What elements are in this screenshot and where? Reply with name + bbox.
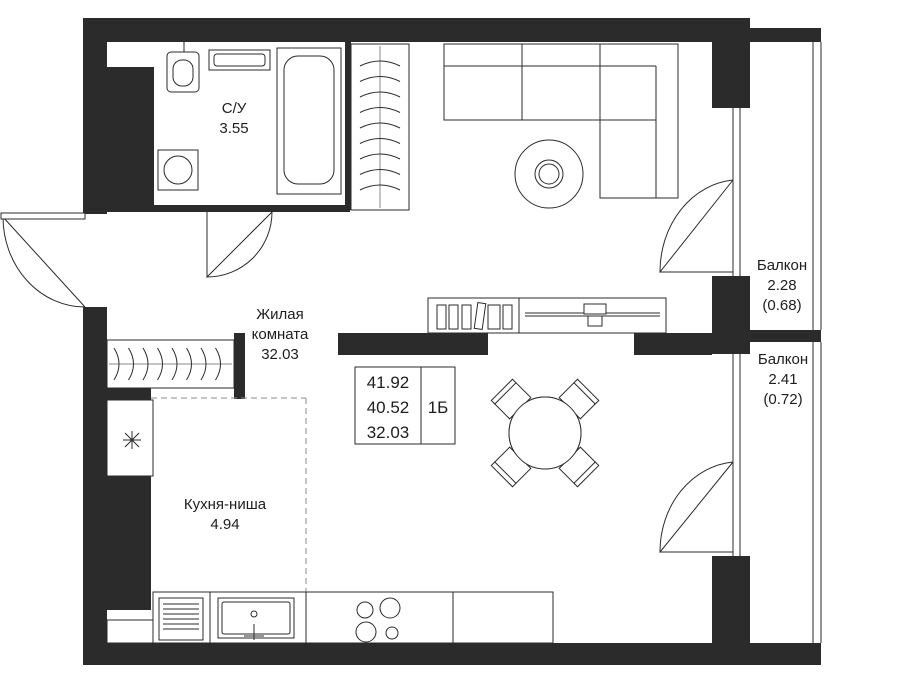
living-name-2: комната [252, 326, 309, 343]
balcony-bottom-area: 2.41 [768, 371, 797, 388]
balcony-top-name: Балкон [757, 257, 807, 274]
cooktop [355, 597, 401, 643]
doors [0, 179, 734, 553]
bathroom-area: 3.55 [219, 120, 248, 137]
balcony-divider [750, 330, 821, 342]
dining-chair [490, 378, 532, 420]
extractor-icon [123, 431, 141, 449]
dishwasher [158, 597, 204, 641]
apartment-type: 1Б [428, 398, 449, 417]
kitchen-name: Кухня-ниша [184, 496, 267, 513]
wall-left-lower [83, 307, 107, 665]
bathroom-fixtures [157, 40, 342, 195]
living-room-area: 32.03 [367, 423, 410, 442]
wall-partition-right [634, 333, 712, 355]
wall-right-bottom [712, 556, 750, 656]
balcony-top-rail [750, 28, 821, 42]
wall-closet-right [234, 333, 245, 399]
wall-left-upper [83, 18, 107, 214]
living-area: 32.03 [261, 346, 299, 363]
tv-stand [427, 297, 667, 334]
balcony-frames [732, 42, 822, 643]
wall-top [83, 18, 750, 42]
entry-door [2, 216, 86, 308]
bathroom-door [206, 211, 273, 279]
walls [83, 18, 821, 665]
balcony-top-area: 2.28 [767, 277, 796, 294]
living-name-1: Жилая [256, 306, 303, 323]
balcony-top-reduced: (0.68) [762, 297, 801, 314]
balcony-bottom-name: Балкон [758, 351, 808, 368]
washing-machine [157, 149, 199, 191]
wall-bathroom-bottom [85, 205, 350, 212]
wall-right-top [712, 18, 750, 108]
wall-partition-left [338, 333, 488, 355]
kitchen-fixtures [106, 397, 554, 644]
dining-table [490, 378, 600, 488]
sink [217, 597, 295, 640]
dining-chair [490, 446, 532, 488]
wall-closet-bottom [107, 388, 151, 400]
wall-right-mid [712, 276, 750, 354]
wardrobe-upper [350, 43, 410, 211]
living-area-total: 40.52 [367, 398, 410, 417]
total-area: 41.92 [367, 373, 410, 392]
summary-box [354, 366, 456, 445]
wall-bathroom-right [345, 42, 351, 210]
niche-kitchen-left [107, 476, 151, 610]
sofa [443, 43, 679, 199]
wall-bottom [83, 643, 821, 665]
dining-chair [558, 446, 600, 488]
balcony-bottom-reduced: (0.72) [763, 391, 802, 408]
closet-lower [106, 339, 235, 389]
bathroom-name: С/У [222, 100, 247, 117]
kitchen-area: 4.94 [210, 516, 239, 533]
coffee-table [514, 139, 584, 209]
niche-upper-left [107, 67, 154, 205]
